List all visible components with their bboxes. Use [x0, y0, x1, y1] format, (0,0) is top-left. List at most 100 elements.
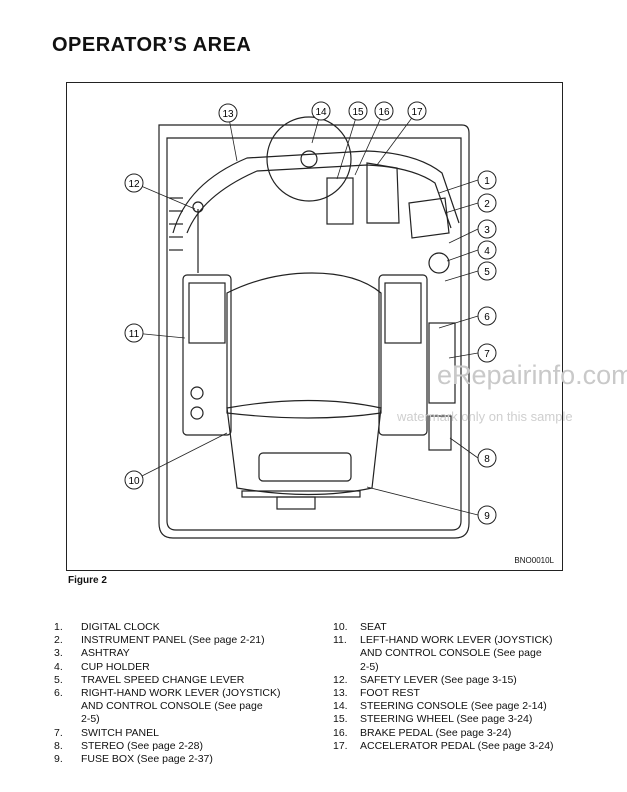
legend-text: BRAKE PEDAL (See page 3-24)	[360, 727, 573, 740]
legend-item: 9. FUSE BOX (See page 2-37)	[54, 753, 324, 766]
legend-item: 13.FOOT REST	[333, 687, 573, 700]
legend-text: STEERING WHEEL (See page 3-24)	[360, 713, 573, 726]
legend-number: 7.	[54, 726, 63, 739]
callout-8: 8	[477, 448, 497, 468]
legend-item: 10. SEAT	[333, 621, 573, 634]
legend-item: 17.ACCELERATOR PEDAL (See page 3-24)	[333, 740, 573, 753]
legend-text-line: 2-5)	[360, 660, 379, 673]
legend-text-line: FOOT REST	[360, 687, 420, 700]
legend-text-line: STEERING WHEEL (See page 3-24)	[360, 713, 533, 726]
legend-item: 4. CUP HOLDER	[54, 661, 324, 674]
callout-9: 9	[477, 505, 497, 525]
legend-item: 1. DIGITAL CLOCK	[54, 621, 324, 634]
legend-text: SAFETY LEVER (See page 3-15)	[360, 674, 573, 687]
callout-16: 16	[374, 101, 394, 121]
legend-item: 12. SAFETY LEVER (See page 3-15)	[333, 674, 573, 687]
legend-item: 15. STEERING WHEEL (See page 3-24)	[333, 713, 573, 726]
legend-text-line: RIGHT-HAND WORK LEVER (JOYSTICK)	[81, 687, 281, 700]
callout-15-label: 15	[352, 107, 364, 118]
legend-text-line: 2-5)	[81, 713, 100, 726]
legend-text: STEREO (See page 2-28)	[81, 740, 324, 753]
legend-number: 1.	[54, 621, 63, 633]
legend-number: 11.	[333, 634, 347, 647]
callout-6: 6	[477, 306, 497, 326]
legend-number: 6.	[54, 687, 63, 700]
legend-text-line: INSTRUMENT PANEL (See page 2-21)	[81, 634, 265, 647]
legend-item: 2.INSTRUMENT PANEL (See page 2-21)	[54, 634, 324, 647]
callout-17: 17	[407, 101, 427, 121]
callout-14-label: 14	[315, 107, 327, 118]
legend-text-line: SWITCH PANEL	[81, 726, 159, 739]
legend-number: 12.	[333, 673, 348, 686]
callout-13-label: 13	[222, 109, 234, 120]
legend-number: 3.	[54, 647, 63, 660]
legend-number: 4.	[54, 660, 63, 673]
callout-14: 14	[311, 101, 331, 121]
callout-3-label: 3	[484, 225, 490, 236]
legend-text-line: SEAT	[360, 621, 387, 633]
callout-11-label: 11	[129, 329, 140, 340]
legend-text: TRAVEL SPEED CHANGE LEVER	[81, 674, 324, 687]
watermark-site: eRepairinfo.com	[437, 360, 627, 390]
operator-area-figure: 1 2 3 4 5 6 7 8 9 10 11 12 13 14 15 16 1…	[66, 82, 563, 571]
callout-7: 7	[477, 343, 497, 363]
legend-number: 10.	[333, 621, 348, 633]
legend-text: ASHTRAY	[81, 647, 324, 660]
legend-text: RIGHT-HAND WORK LEVER (JOYSTICK)AND CONT…	[81, 687, 324, 727]
legend-item: 5. TRAVEL SPEED CHANGE LEVER	[54, 674, 324, 687]
figure-caption: Figure 2	[68, 575, 107, 586]
callout-10-label: 10	[128, 476, 140, 487]
legend-text-line: STEREO (See page 2-28)	[81, 739, 203, 752]
legend-item: 7. SWITCH PANEL	[54, 727, 324, 740]
callout-8-label: 8	[484, 454, 490, 465]
callout-11: 11	[124, 323, 144, 343]
legend-number: 5.	[54, 673, 63, 686]
legend-right: 10. SEAT 11. LEFT-HAND WORK LEVER (JOYSTICK…	[333, 621, 573, 753]
callout-12: 12	[124, 173, 144, 193]
legend-text-line: SAFETY LEVER (See page 3-15)	[360, 673, 517, 686]
callout-2: 2	[477, 193, 497, 213]
legend-text: SWITCH PANEL	[81, 727, 324, 740]
legend-number: 8.	[54, 739, 63, 752]
callout-16-label: 16	[378, 107, 390, 118]
legend-text: FUSE BOX (See page 2-37)	[81, 753, 324, 766]
legend-text-line: FUSE BOX (See page 2-37)	[81, 753, 213, 766]
callout-6-label: 6	[484, 312, 490, 323]
callout-markers: 1 2 3 4 5 6 7 8 9 10 11 12 13 14 15 16 1…	[124, 101, 497, 525]
legend-text-line: DIGITAL CLOCK	[81, 621, 160, 633]
callout-1-label: 1	[484, 176, 490, 187]
legend-text-line: CUP HOLDER	[81, 660, 150, 673]
legend-item: 14.STEERING CONSOLE (See page 2-14)	[333, 700, 573, 713]
callout-3: 3	[477, 219, 497, 239]
legend-text-line: LEFT-HAND WORK LEVER (JOYSTICK)	[360, 634, 553, 647]
callout-5-label: 5	[484, 267, 490, 278]
legend-text: SEAT	[360, 621, 573, 634]
legend-text-line: AND CONTROL CONSOLE (See page	[81, 700, 263, 713]
legend-text: DIGITAL CLOCK	[81, 621, 324, 634]
callout-13: 13	[218, 103, 238, 123]
callout-7-label: 7	[484, 349, 490, 360]
legend-text-line: BRAKE PEDAL (See page 3-24)	[360, 726, 512, 739]
legend-number: 16.	[333, 726, 348, 739]
legend-item: 11. LEFT-HAND WORK LEVER (JOYSTICK)AND CO…	[333, 634, 573, 674]
legend-item: 3. ASHTRAY	[54, 647, 324, 660]
legend-number: 9.	[54, 753, 63, 766]
legend-text-line: STEERING CONSOLE (See page 2-14)	[360, 700, 547, 713]
legend-text: LEFT-HAND WORK LEVER (JOYSTICK)AND CONTR…	[360, 634, 573, 674]
callout-15: 15	[348, 101, 368, 121]
legend-text: FOOT REST	[360, 687, 573, 700]
callout-4-label: 4	[484, 246, 490, 257]
legend-text-line: TRAVEL SPEED CHANGE LEVER	[81, 673, 245, 686]
cab-outline	[158, 116, 470, 539]
watermark-note: watermark only on this sample	[397, 409, 573, 424]
page-title: OPERATOR’S AREA	[52, 34, 252, 56]
legend-item: 16. BRAKE PEDAL (See page 3-24)	[333, 727, 573, 740]
callout-10: 10	[124, 470, 144, 490]
callout-9-label: 9	[484, 511, 490, 522]
figure-code: BNO0010L	[514, 556, 554, 565]
callout-1: 1	[477, 170, 497, 190]
callout-5: 5	[477, 261, 497, 281]
callout-17-label: 17	[411, 107, 423, 118]
legend-number: 15.	[333, 713, 348, 726]
